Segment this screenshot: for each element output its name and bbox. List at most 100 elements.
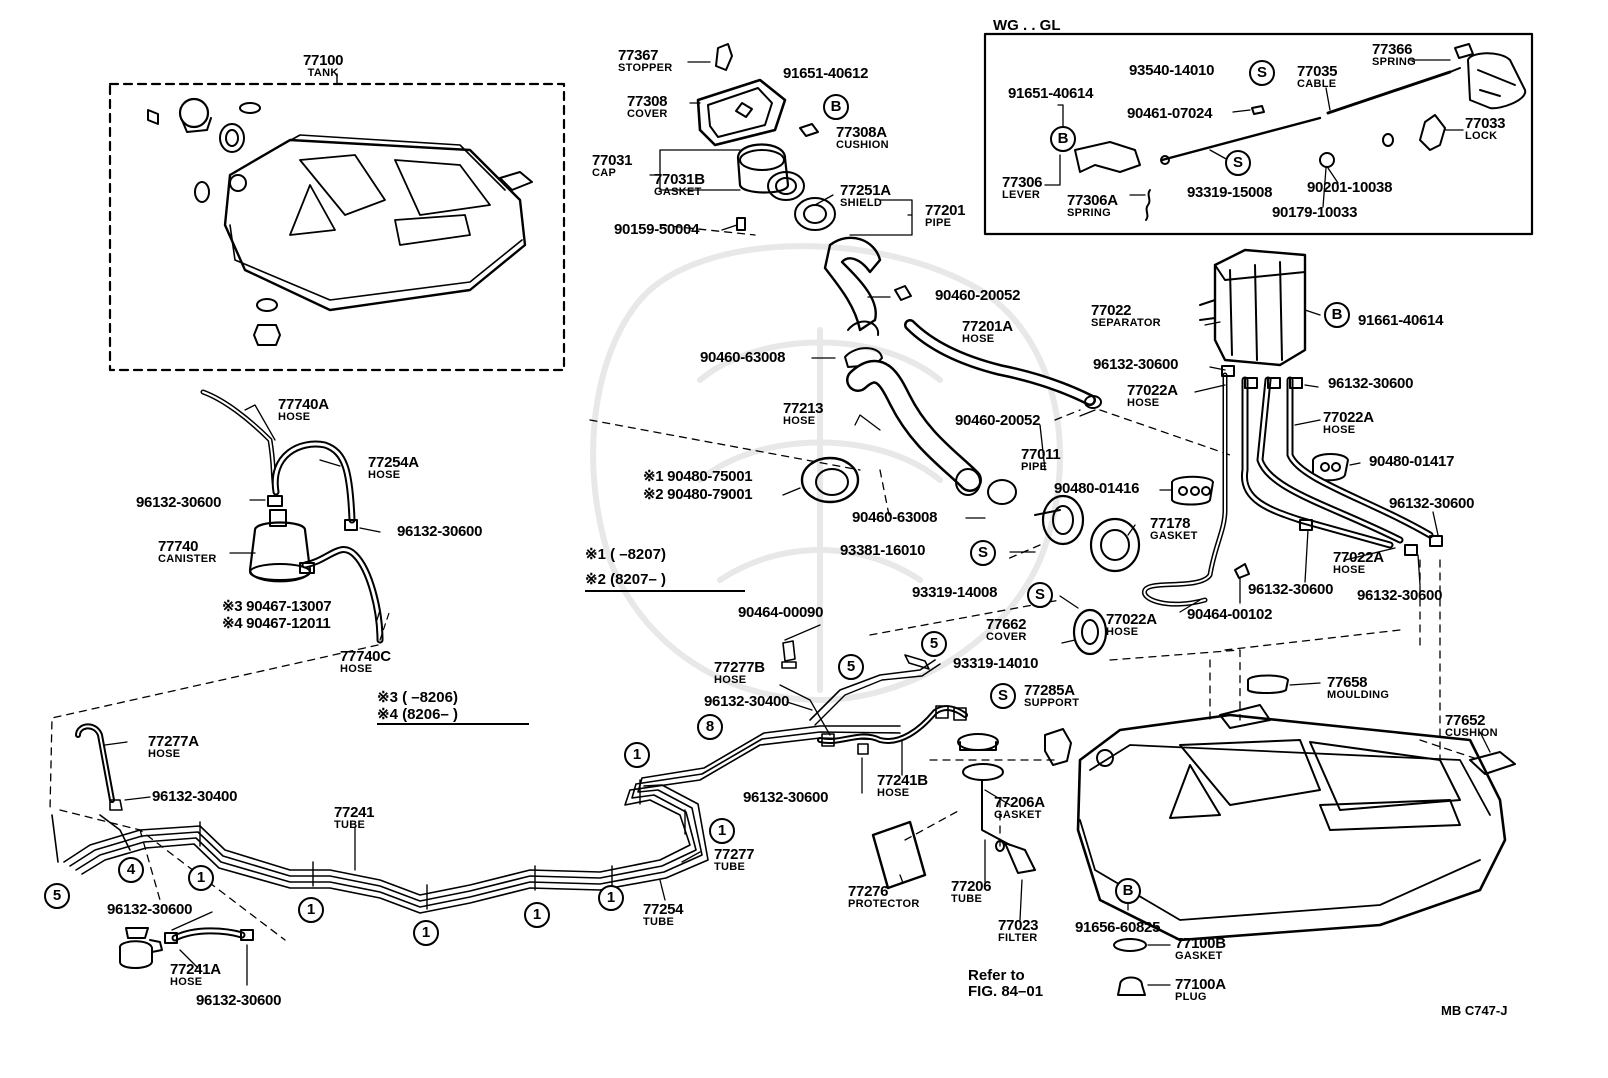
note-underline <box>377 723 529 725</box>
marker-1: 1 <box>413 920 439 946</box>
marker-b: B <box>823 94 849 120</box>
part-label: 90179-10033 <box>1272 204 1358 221</box>
reference-note: Refer to FIG. 84–01 <box>968 968 1043 1000</box>
part-label: 93319-15008 <box>1187 184 1273 201</box>
pump-filter-group <box>871 728 1072 890</box>
part-label: 96132-30600 <box>136 494 222 511</box>
part-label: 96132-30600 <box>1328 375 1414 392</box>
part-label: 90464-00090 <box>738 604 824 621</box>
part-label: 90480-01416 <box>1054 480 1140 497</box>
part-label: ※4 90467-12011 <box>222 615 331 632</box>
part-label: ※3 90467-13007 <box>222 598 332 615</box>
marker-b: B <box>1050 126 1076 152</box>
marker-s: S <box>1225 150 1251 176</box>
filler-neck-group <box>696 43 1349 656</box>
marker-b: B <box>1115 878 1141 904</box>
part-label: 96132-30600 <box>743 789 829 806</box>
part-label: 96132-30600 <box>1389 495 1475 512</box>
part-label: 90480-01417 <box>1369 453 1455 470</box>
part-label: 93381-16010 <box>840 542 926 559</box>
watermark-emblem <box>590 243 1063 703</box>
part-label: 96132-30600 <box>1093 356 1179 373</box>
marker-5: 5 <box>838 654 864 680</box>
fuel-tube-assembly <box>51 640 968 914</box>
note-2: ※2 (8207– ) <box>585 571 666 588</box>
part-label: 90460-20052 <box>935 287 1021 304</box>
part-label: 90159-50004 <box>614 221 700 238</box>
marker-s: S <box>1249 60 1275 86</box>
part-label: 96132-30600 <box>1357 587 1443 604</box>
marker-s: S <box>1027 582 1053 608</box>
marker-4: 4 <box>118 857 144 883</box>
marker-b: B <box>1324 302 1350 328</box>
fuel-tank-upper <box>147 97 533 346</box>
marker-5: 5 <box>44 883 70 909</box>
note-4: ※4 (8206– ) <box>377 706 458 723</box>
part-label: 90461-07024 <box>1127 105 1213 122</box>
reference-line-1: Refer to <box>968 967 1025 984</box>
marker-5: 5 <box>921 631 947 657</box>
part-label: 90464-00102 <box>1187 606 1273 623</box>
canister-group <box>200 389 391 644</box>
part-label: 91651-40612 <box>783 65 869 82</box>
left-lower-parts <box>119 927 254 969</box>
tank-kit-box <box>108 73 566 372</box>
part-label: ※2 90480-79001 <box>643 486 753 503</box>
part-label: ※1 90480-75001 <box>643 468 753 485</box>
marker-1: 1 <box>624 742 650 768</box>
part-label: 90201-10038 <box>1307 179 1393 196</box>
marker-1: 1 <box>524 902 550 928</box>
lock-inset-box <box>983 32 1534 236</box>
part-label: 91656-60825 <box>1075 919 1161 936</box>
note-1: ※1 ( –8207) <box>585 546 666 563</box>
part-label: 93540-14010 <box>1129 62 1215 79</box>
part-label: 96132-30400 <box>152 788 238 805</box>
reference-line-2: FIG. 84–01 <box>968 982 1044 1000</box>
part-label: 91661-40614 <box>1358 312 1444 329</box>
note-3: ※3 ( –8206) <box>377 689 458 706</box>
separator-group <box>1142 248 1516 775</box>
part-label: 96132-30600 <box>196 992 282 1009</box>
part-label: 96132-30600 <box>397 523 483 540</box>
part-label: 96132-30600 <box>107 901 193 918</box>
marker-1: 1 <box>298 897 324 923</box>
part-label: 93319-14010 <box>953 655 1039 672</box>
